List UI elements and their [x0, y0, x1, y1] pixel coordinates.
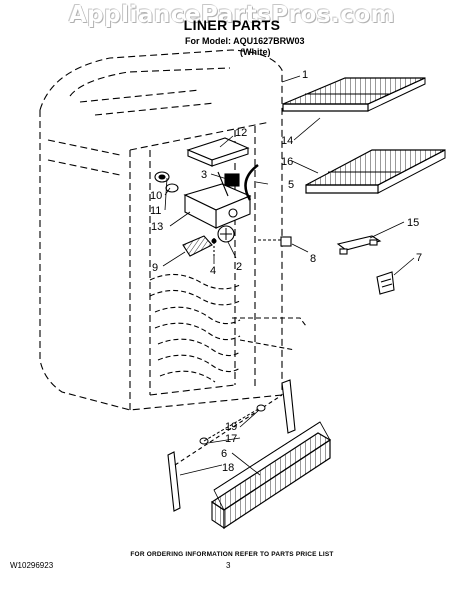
page-number: 3 — [226, 561, 231, 570]
middle-wire-shelf — [305, 149, 446, 194]
callout-8: 8 — [310, 253, 316, 265]
document-number: W10296923 — [10, 561, 54, 570]
callout-11: 11 — [150, 205, 161, 217]
callout-1: 1 — [302, 69, 308, 81]
glide-screws — [199, 404, 266, 445]
wire-basket — [210, 421, 332, 530]
site-watermark: AppliancePartsPros.com — [68, 2, 396, 28]
light-housing-assembly — [183, 137, 252, 229]
callout-15: 15 — [407, 217, 419, 229]
page-title: LINER PARTS — [183, 17, 281, 33]
ordering-note: FOR ORDERING INFORMATION REFER TO PARTS … — [130, 551, 334, 558]
upper-wire-shelf — [282, 77, 426, 112]
callout-10: 10 — [150, 190, 162, 202]
callout-14: 14 — [281, 135, 293, 147]
callout-17: 17 — [225, 433, 237, 445]
callout-19: 19 — [225, 421, 237, 433]
connector-block — [258, 236, 292, 247]
callout-13: 13 — [151, 221, 163, 233]
callout-6: 6 — [221, 448, 227, 460]
wire-harness — [244, 164, 259, 201]
callout-7: 7 — [416, 252, 422, 264]
model-color: (White) — [240, 47, 271, 57]
callout-leaders — [162, 75, 415, 476]
lamp-cover — [182, 235, 213, 257]
model-number: For Model: AQU1627BRW03 — [185, 36, 305, 46]
evaporator-coils — [149, 273, 307, 383]
callout-18: 18 — [222, 462, 234, 474]
freezer-liner — [39, 49, 283, 411]
callout-3: 3 — [201, 169, 207, 181]
shelf-clip — [376, 271, 395, 295]
callout-16: 16 — [281, 156, 293, 168]
callout-2: 2 — [236, 261, 242, 273]
callout-9: 9 — [152, 262, 158, 274]
basket-glides — [167, 379, 296, 512]
callout-5: 5 — [288, 179, 294, 191]
light-socket-parts — [154, 171, 235, 256]
callout-4: 4 — [210, 265, 216, 277]
callout-12: 12 — [235, 127, 247, 139]
callout-numbers: 1 14 16 12 3 5 10 11 13 15 8 2 9 4 7 19 … — [150, 69, 422, 474]
shelf-support — [336, 235, 382, 255]
